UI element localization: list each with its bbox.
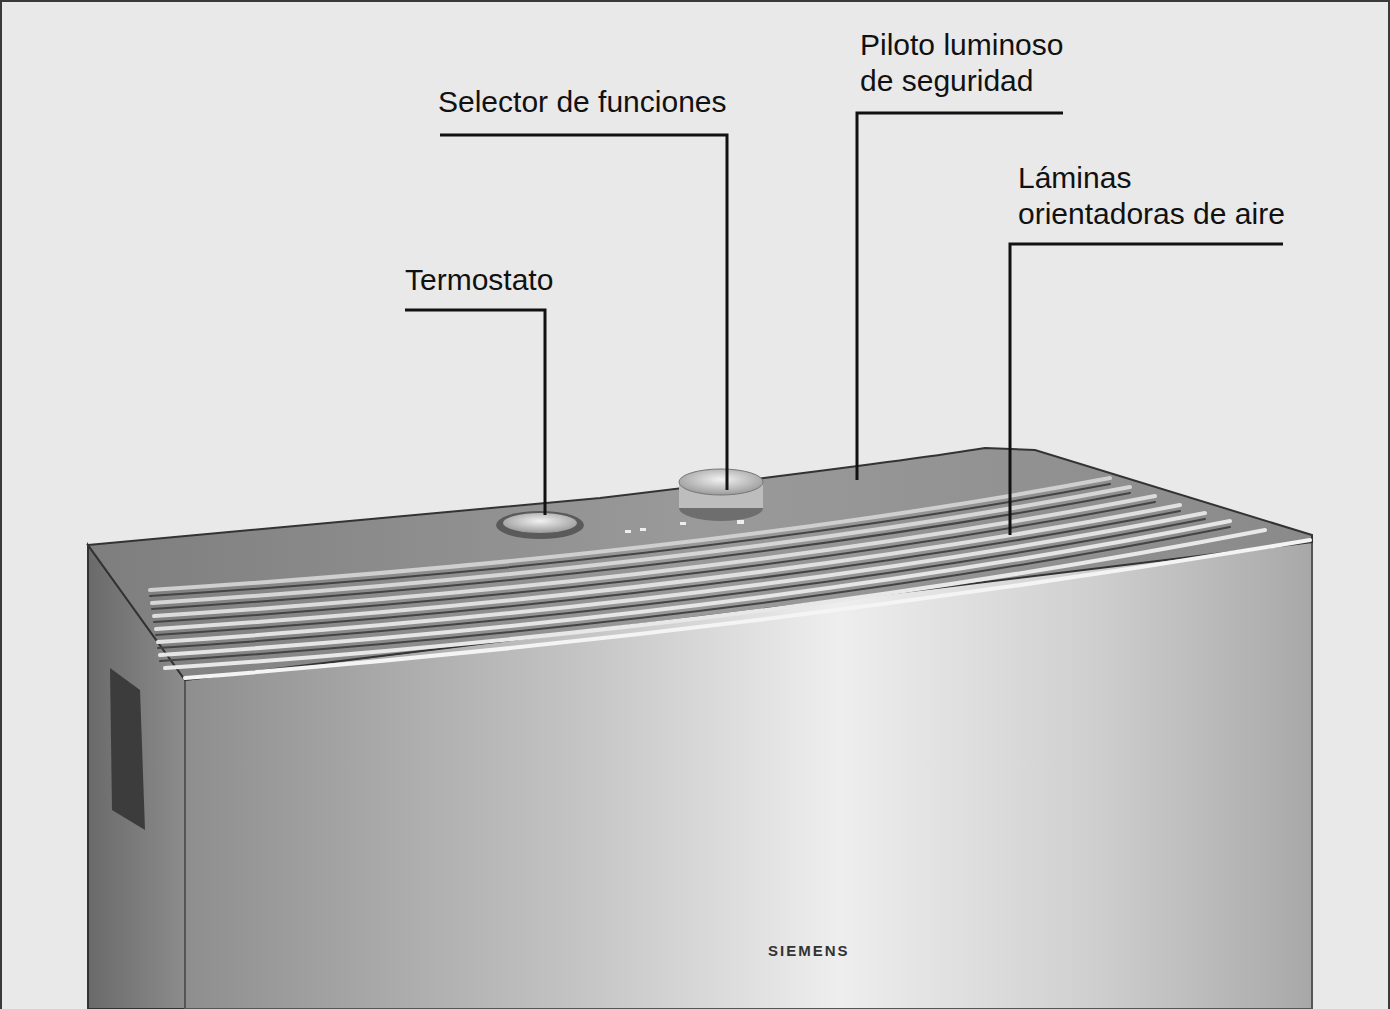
top-surface xyxy=(88,448,1312,680)
selector-marks xyxy=(625,520,744,533)
thermostat-knob xyxy=(503,513,577,533)
part-label: Láminas orientadoras de aire xyxy=(1018,160,1298,232)
side-vent xyxy=(110,668,145,830)
part-label: Termostato xyxy=(405,262,705,298)
part-label: Piloto luminoso de seguridad xyxy=(860,27,1095,99)
leader-lines xyxy=(405,113,1283,535)
brand-logo: SIEMENS xyxy=(768,942,888,960)
air-louvers xyxy=(150,478,1310,678)
selector-knob xyxy=(679,469,763,521)
part-label: Selector de funciones xyxy=(438,84,838,120)
thermostat-rim xyxy=(496,511,584,539)
